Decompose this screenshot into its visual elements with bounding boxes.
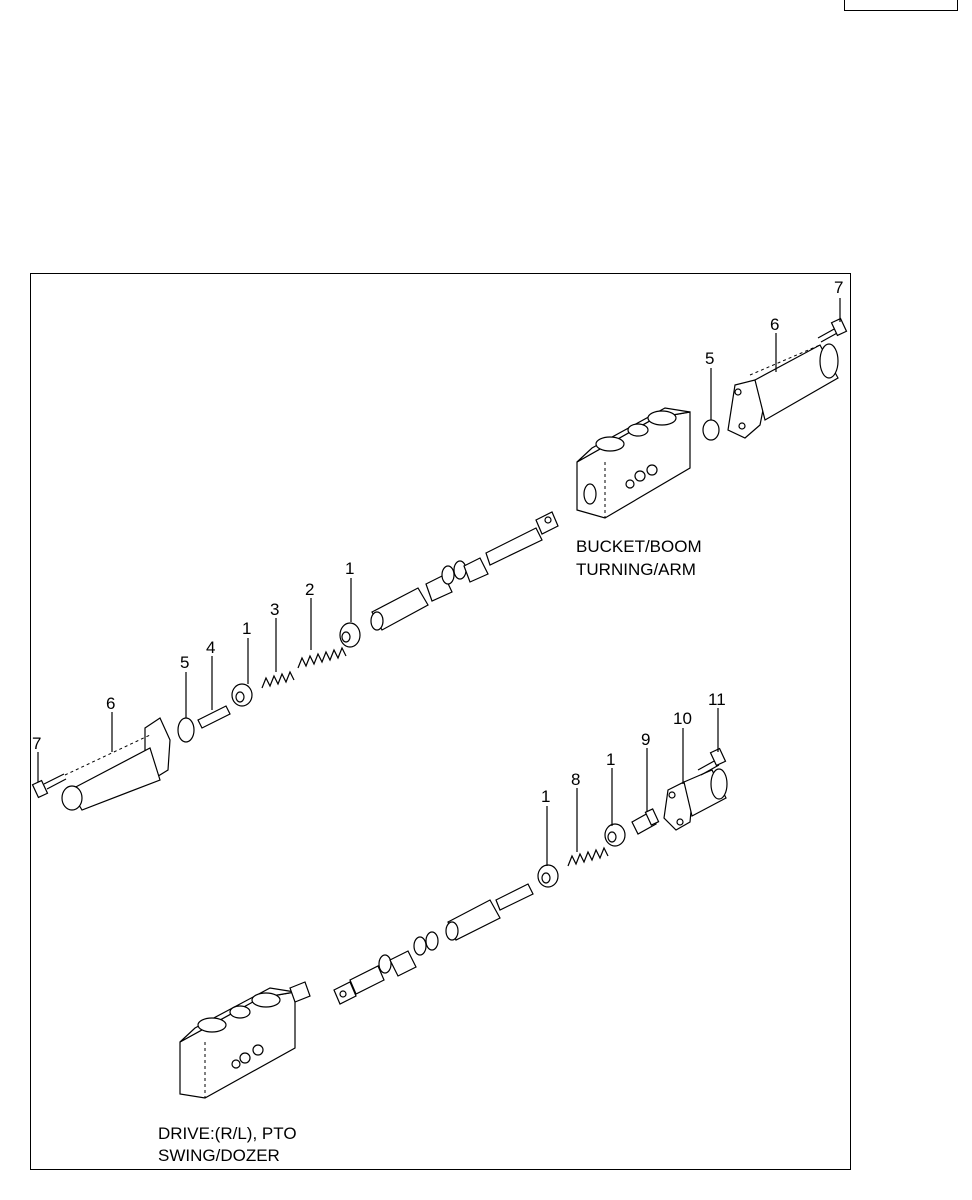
callout-lower-10: 10 — [673, 709, 692, 728]
upper-pin-4 — [197, 705, 231, 729]
lower-cover-10 — [663, 768, 728, 831]
upper-right-o-ring — [702, 419, 720, 441]
upper-valve-block — [576, 407, 691, 519]
callout-upper-right-5: 5 — [705, 349, 714, 368]
caption-upper-line2: TURNING/ARM — [576, 560, 696, 579]
callout-upper-1a: 1 — [345, 559, 354, 578]
upper-spool — [370, 511, 559, 631]
title-block-box — [844, 0, 958, 11]
caption-lower-line2: SWING/DOZER — [158, 1146, 280, 1165]
callout-upper-right-6: 6 — [770, 315, 779, 334]
upper-left-bolt — [31, 773, 67, 799]
lower-bolt-11 — [697, 747, 727, 776]
callout-lower-8: 8 — [571, 770, 580, 789]
lower-collar-left — [537, 864, 559, 888]
callout-lower-9: 9 — [641, 730, 650, 749]
callout-lower-1b: 1 — [541, 787, 550, 806]
upper-collar-right — [339, 622, 361, 648]
lower-valve-block — [179, 981, 311, 1099]
callout-upper-3: 3 — [270, 600, 279, 619]
callout-upper-5: 5 — [180, 653, 189, 672]
upper-spring-3 — [261, 670, 295, 689]
lower-bolt-9 — [631, 808, 660, 835]
callout-lower-11: 11 — [708, 690, 726, 709]
callout-upper-1b: 1 — [242, 619, 251, 638]
callout-upper-6: 6 — [106, 694, 115, 713]
callout-lower-1a: 1 — [606, 750, 615, 769]
caption-lower-line1: DRIVE:(R/L), PTO — [158, 1124, 297, 1143]
callout-upper-4: 4 — [206, 638, 215, 657]
upper-left-o-ring — [177, 717, 195, 743]
upper-collar-left — [231, 683, 253, 707]
upper-right-bolt — [817, 317, 848, 343]
lower-spool — [333, 883, 534, 1005]
upper-left-cover — [61, 717, 171, 811]
callout-upper-right-7: 7 — [834, 278, 843, 297]
upper-right-cover — [727, 343, 839, 439]
lower-spring-8 — [567, 846, 609, 867]
caption-upper-line1: BUCKET/BOOM — [576, 537, 702, 556]
leader-lines — [37, 298, 841, 866]
upper-spring-2 — [297, 646, 347, 669]
diagram-frame — [30, 273, 851, 1170]
callout-upper-7: 7 — [32, 734, 41, 753]
callout-upper-2: 2 — [305, 580, 314, 599]
lower-collar-right — [604, 823, 626, 847]
